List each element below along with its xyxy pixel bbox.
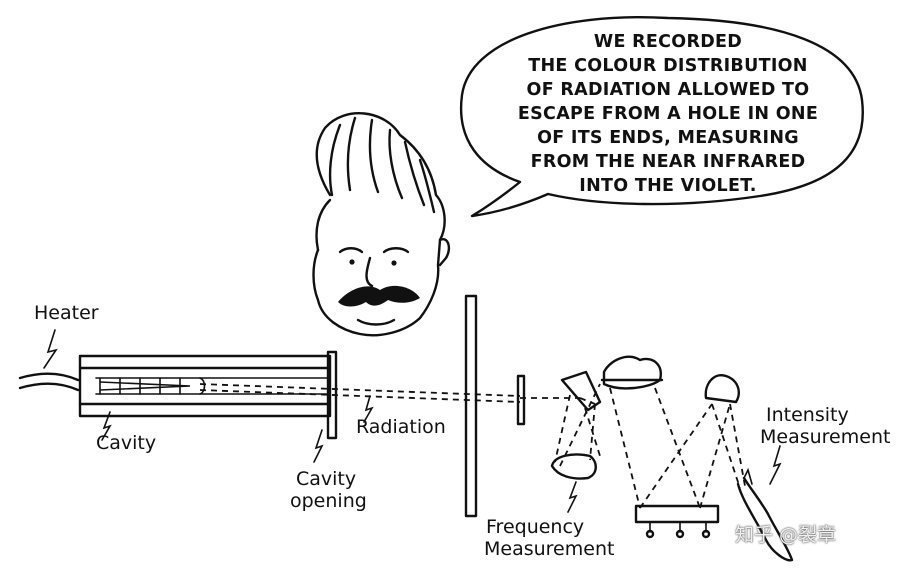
cavity-label: Cavity bbox=[96, 432, 157, 454]
cavity-opening-label-line2: opening bbox=[290, 490, 367, 512]
frequency-label-line2: Measurement bbox=[484, 538, 615, 560]
radiation-label: Radiation bbox=[356, 416, 446, 438]
intensity-label-line1: Intensity bbox=[766, 404, 849, 426]
speech-line: WE RECORDED bbox=[593, 32, 743, 52]
heater-pointer bbox=[43, 329, 58, 369]
speech-line: OF RADIATION ALLOWED TO bbox=[526, 80, 810, 100]
intensity-pointer bbox=[769, 445, 782, 485]
speech-line: FROM THE NEAR INFRARED bbox=[530, 152, 806, 172]
speech-line: INTO THE VIOLET. bbox=[579, 176, 757, 196]
watermark: 知乎 @裂章 bbox=[735, 524, 837, 546]
detector-platform bbox=[634, 504, 720, 539]
cavity-opening-pointer bbox=[313, 429, 324, 463]
scientist-head bbox=[312, 112, 451, 337]
heater-label: Heater bbox=[34, 302, 99, 324]
radiation-beam-lower bbox=[199, 389, 521, 403]
cavity-tube bbox=[78, 354, 332, 418]
speech-bubble-text: WE RECORDED THE COLOUR DISTRIBUTION OF R… bbox=[478, 30, 858, 198]
cavity-pointer bbox=[101, 411, 112, 441]
speech-line: THE COLOUR DISTRIBUTION bbox=[528, 56, 808, 76]
speech-line: OF ITS ENDS, MEASURING bbox=[537, 128, 799, 148]
speech-bubble bbox=[459, 16, 864, 218]
cavity-opening-label-line1: Cavity bbox=[296, 468, 357, 490]
heater-wire bbox=[18, 372, 80, 382]
frequency-label-line1: Frequency bbox=[486, 516, 585, 538]
grating bbox=[550, 453, 597, 480]
intensity-detector bbox=[736, 476, 794, 562]
mirror-1 bbox=[560, 370, 602, 412]
speech-line: ESCAPE FROM A HOLE IN ONE bbox=[517, 104, 819, 124]
slit bbox=[516, 374, 526, 426]
aperture-screen bbox=[464, 294, 478, 518]
radiation-pointer bbox=[363, 395, 374, 423]
intensity-label-line2: Measurement bbox=[760, 426, 891, 448]
mirror-3 bbox=[704, 374, 740, 404]
frequency-pointer bbox=[567, 481, 578, 513]
